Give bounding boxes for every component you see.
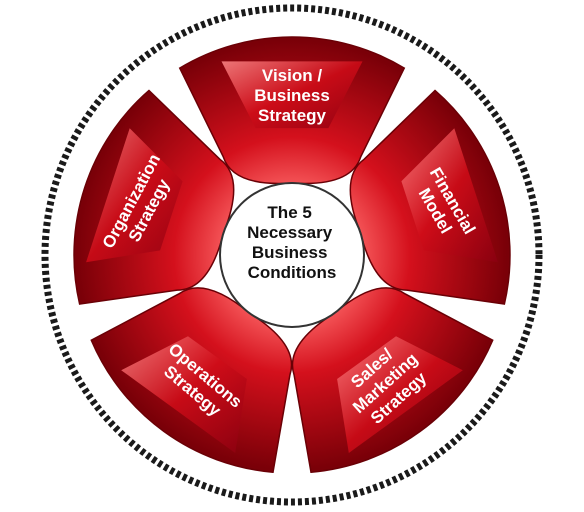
- segment-vision-line-3: Strategy: [258, 106, 327, 125]
- center-label: The 5 Necessary Business Conditions: [247, 203, 337, 282]
- segment-financial: FinancialModel: [349, 89, 511, 305]
- segment-vision-gem: [221, 61, 363, 129]
- segment-organization-gem: [86, 128, 183, 263]
- center-line-2: Necessary: [247, 223, 333, 242]
- outer-dashed-ring: [41, 4, 543, 506]
- segment-sales-gem: [337, 336, 463, 453]
- segment-sales: Sales/MarketingStrategy: [291, 287, 494, 474]
- center-line-4: Conditions: [248, 263, 337, 282]
- center-circle: [219, 182, 365, 328]
- segment-operations-gem: [121, 336, 247, 453]
- segment-vision-line-2: Business: [254, 86, 330, 105]
- segment-vision-line-1: Vision /: [262, 66, 322, 85]
- center-line-1: The 5: [267, 203, 311, 222]
- segment-organization: OrganizationStrategy: [73, 89, 235, 305]
- segment-operations: OperationsStrategy: [90, 287, 293, 474]
- segment-financial-gem: [401, 128, 498, 263]
- center-line-3: Business: [252, 243, 328, 262]
